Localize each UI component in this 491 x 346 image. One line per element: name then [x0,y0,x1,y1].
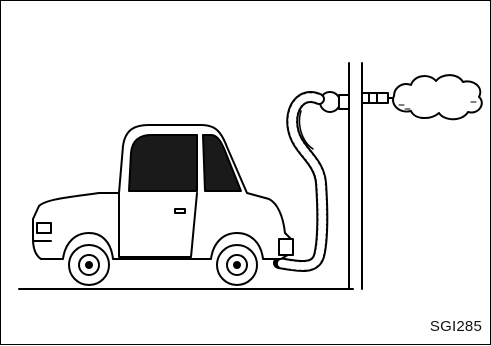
exhaust-outlet-pipe [362,93,397,103]
car [33,125,293,285]
exhaust-cloud [393,75,482,119]
car-rear-bumper [279,239,293,255]
car-wheel-front [69,245,109,285]
car-door-handle [175,209,185,213]
car-window-front [203,135,241,191]
car-window-rear [129,135,197,191]
hose-connector [320,92,349,112]
wall [349,63,362,289]
figure-code: SGI285 [430,318,482,335]
car-wheel-rear [217,245,257,285]
car-headlight [37,223,51,233]
